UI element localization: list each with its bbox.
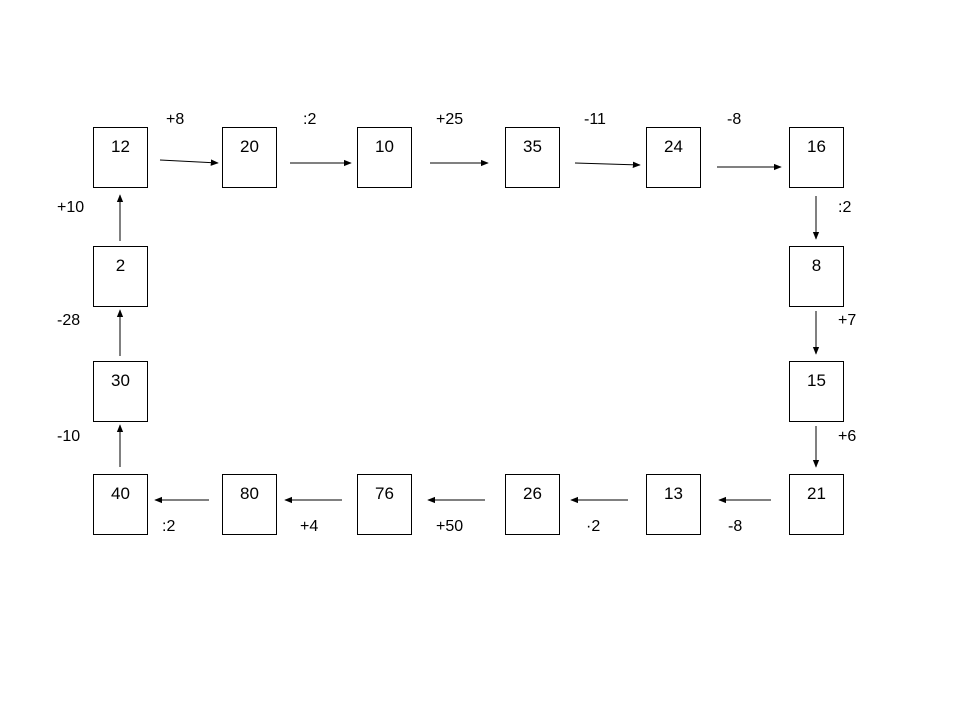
number-box: 2 [93, 246, 148, 307]
operation-label: +8 [166, 111, 185, 128]
number-box: 24 [646, 127, 701, 188]
operation-label: -8 [728, 518, 743, 535]
operation-label: :2 [303, 111, 317, 128]
number-box: 12 [93, 127, 148, 188]
operation-label: ·2 [586, 518, 601, 535]
number-box: 26 [505, 474, 560, 535]
operation-label: -10 [57, 428, 81, 445]
number-box: 40 [93, 474, 148, 535]
operation-label: +6 [838, 428, 857, 445]
number-box: 20 [222, 127, 277, 188]
operation-label: +7 [838, 312, 857, 329]
number-box: 76 [357, 474, 412, 535]
operation-label: -11 [584, 111, 606, 128]
operation-label: -28 [57, 312, 81, 329]
operation-label: -8 [727, 111, 742, 128]
operation-label: +10 [57, 199, 85, 216]
number-box: 13 [646, 474, 701, 535]
number-box: 8 [789, 246, 844, 307]
operation-label: :2 [162, 518, 176, 535]
number-box: 30 [93, 361, 148, 422]
arrow-35-to-24 [574, 161, 641, 168]
number-box: 80 [222, 474, 277, 535]
number-box: 16 [789, 127, 844, 188]
operation-label: :2 [838, 199, 852, 216]
number-box: 35 [505, 127, 560, 188]
operation-label: +50 [436, 518, 464, 535]
arrow-12-to-20 [159, 159, 219, 166]
number-box: 21 [789, 474, 844, 535]
operation-label: +4 [300, 518, 319, 535]
number-box: 10 [357, 127, 412, 188]
number-box: 15 [789, 361, 844, 422]
operation-label: +25 [436, 111, 464, 128]
